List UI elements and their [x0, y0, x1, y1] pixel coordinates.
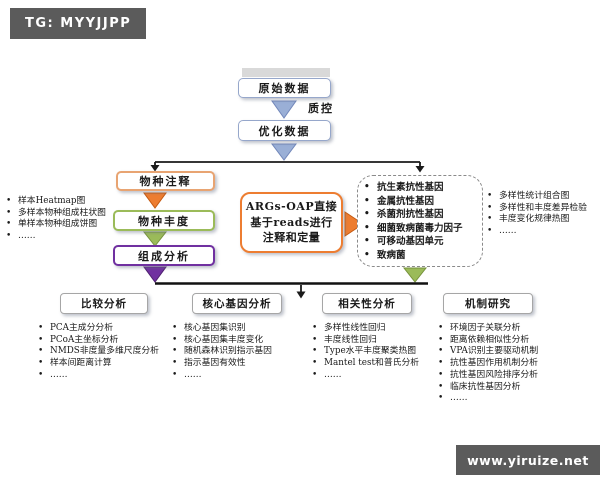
comparative-analysis-list: PCA主成分分析PCoA主坐标分析NMDS非度量多维尺度分析样本间距离计算…… [37, 323, 182, 382]
mechanism-research-list: 环境因子关联分析距离依赖相似性分析VPA识别主要驱动机制抗性基因作用机制分析抗性… [437, 323, 572, 405]
top-shadow-bar [242, 68, 330, 77]
list-item: 多样性和丰度差异检验 [486, 203, 598, 215]
gene-types-list: 抗生素抗性基因金属抗性基因杀菌剂抗性基因细菌致病菌毒力因子可移动基因单元致病菌 [363, 181, 481, 263]
species-output-list: 样本Heatmap图多样本物种组成柱状图单样本物种组成饼图…… [5, 196, 130, 243]
mechanism-research-box: 机制研究 [443, 293, 533, 314]
split-arrowhead-left [150, 165, 160, 172]
list-item: 丰度变化规律热图 [486, 214, 598, 226]
watermark: www.yiruize.net [456, 445, 600, 475]
list-item: 金属抗性基因 [363, 195, 481, 209]
list-item: Mantel test和普氏分析 [311, 358, 446, 370]
list-item: 随机森林识别指示基因 [171, 346, 306, 358]
species-annotation-box: 物种注释 [116, 171, 215, 191]
arrow-down-split [271, 143, 297, 161]
list-item: 距离依赖相似性分析 [437, 335, 572, 347]
list-item: …… [37, 370, 182, 382]
arrow-down-annotation [143, 192, 167, 209]
list-item: 可移动基因单元 [363, 235, 481, 249]
args-oap-box: ARGs-OAP直接基于reads进行注释和定量 [240, 192, 343, 253]
species-abundance-box: 物种丰度 [113, 210, 215, 231]
arrow-right-args [344, 211, 364, 237]
list-item: 多样性统计组合图 [486, 191, 598, 203]
raw-data-box: 原始数据 [238, 78, 331, 98]
split-connector-line [154, 161, 421, 167]
list-item: …… [5, 231, 130, 243]
list-item: 杀菌剂抗性基因 [363, 208, 481, 222]
list-item: 临床抗性基因分析 [437, 382, 572, 394]
list-item: 核心基因集识别 [171, 323, 306, 335]
list-item: 核心基因集丰度变化 [171, 335, 306, 347]
list-item: Type水平丰度聚类热图 [311, 346, 446, 358]
quality-control-label: 质控 [308, 102, 334, 115]
list-item: 抗性基因作用机制分析 [437, 358, 572, 370]
arrow-down-abundance [142, 231, 168, 247]
list-item: 丰度线性回归 [311, 335, 446, 347]
correlation-analysis-box: 相关性分析 [322, 293, 412, 314]
list-item: 样本间距离计算 [37, 358, 182, 370]
list-item: 单样本物种组成饼图 [5, 219, 130, 231]
correlation-analysis-list: 多样性线性回归丰度线性回归Type水平丰度聚类热图Mantel test和普氏分… [311, 323, 446, 382]
list-item: 细菌致病菌毒力因子 [363, 222, 481, 236]
core-gene-analysis-box: 核心基因分析 [192, 293, 282, 314]
comparative-analysis-box: 比较分析 [60, 293, 148, 314]
list-item: 抗性基因风险排序分析 [437, 370, 572, 382]
list-item: PCoA主坐标分析 [37, 335, 182, 347]
list-item: …… [171, 370, 306, 382]
list-item: …… [311, 370, 446, 382]
list-item: 指示基因有效性 [171, 358, 306, 370]
list-item: 抗生素抗性基因 [363, 181, 481, 195]
list-item: 多样本物种组成柱状图 [5, 208, 130, 220]
list-item: 样本Heatmap图 [5, 196, 130, 208]
composition-analysis-box: 组成分析 [113, 245, 215, 266]
split-arrowhead-right [415, 166, 425, 173]
tag-badge: TG: MYYJJPP [10, 8, 147, 39]
arrow-down-genes [402, 267, 428, 283]
list-item: PCA主成分分析 [37, 323, 182, 335]
list-item: 环境因子关联分析 [437, 323, 572, 335]
list-item: 多样性线性回归 [311, 323, 446, 335]
list-item: NMDS非度量多维尺度分析 [37, 346, 182, 358]
list-item: 致病菌 [363, 249, 481, 263]
merge-arrowhead [296, 291, 306, 299]
gene-output-list: 多样性统计组合图多样性和丰度差异检验丰度变化规律热图…… [486, 191, 598, 238]
arrow-down-composition [143, 266, 167, 283]
list-item: …… [437, 393, 572, 405]
optimized-data-box: 优化数据 [238, 120, 331, 141]
list-item: …… [486, 226, 598, 238]
core-gene-analysis-list: 核心基因集识别核心基因集丰度变化随机森林识别指示基因指示基因有效性…… [171, 323, 306, 382]
list-item: VPA识别主要驱动机制 [437, 346, 572, 358]
arrow-down-qc [271, 100, 297, 119]
